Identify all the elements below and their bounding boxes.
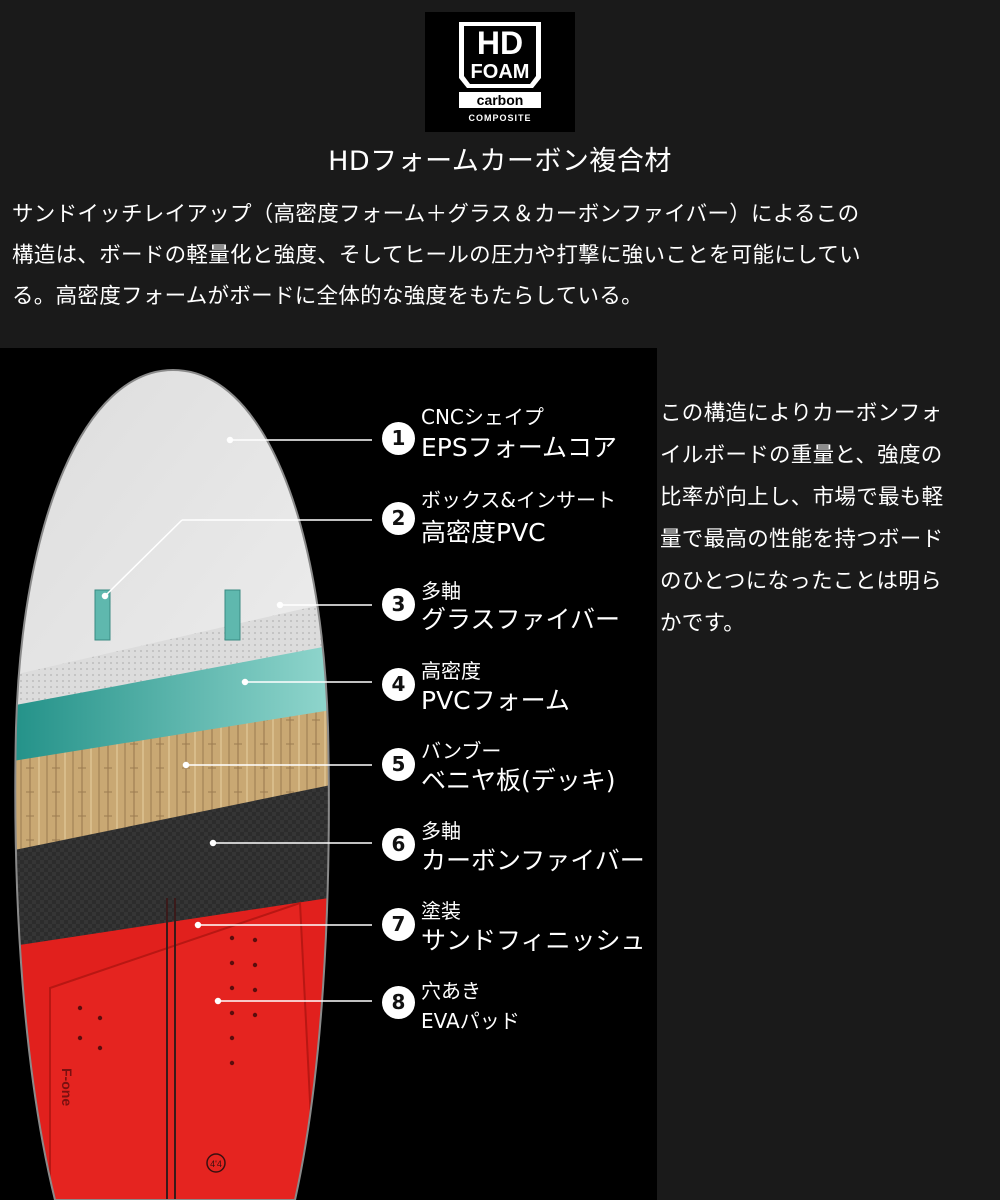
layer-number-badge: 8 [382,986,415,1019]
page-title: HDフォームカーボン複合材 [328,146,672,177]
side-line: 量で最高の性能を持つボード [660,527,944,552]
layer-number-badge: 3 [382,588,415,621]
intro-text: サンドイッチレイアップ（高密度フォーム＋グラス＆カーボンファイバー）によるこの … [12,194,992,317]
layer-label-line1: 穴あき [421,979,481,1003]
layer-label-line2: 高密度PVC [421,518,546,547]
layer-label-line2: EPSフォームコア [421,433,617,462]
layer-number-badge: 7 [382,908,415,941]
svg-text:F-one: F-one [59,1068,75,1106]
svg-text:HD: HD [477,25,523,61]
layer-label-line1: ボックス&インサート [421,488,616,512]
layer-label-line2: グラスファイバー [421,605,621,634]
layer-label-line1: 高密度 [421,659,481,683]
board-layer-illustration: F-one 4'4 [14,368,372,1200]
layer-label-line2: サンドフィニッシュ [421,926,646,955]
layer-label-line1: 多軸 [421,579,461,603]
layer-label-line1: 多軸 [421,819,461,843]
layer-number-badge: 1 [382,422,415,455]
side-line: かです。 [660,611,746,636]
layer-label-line1: 塗装 [421,899,461,923]
side-line: イルボードの重量と、強度の [660,443,943,468]
layer-number-badge: 4 [382,668,415,701]
board-construction-panel: F-one 4'4 1 CNCシェイプ EPSフォームコア 2 ボックス&インサ… [0,348,657,1200]
layer-label-line2: カーボンファイバー [421,846,645,875]
intro-line: る。高密度フォームがボードに全体的な強度をもたらしている。 [12,284,643,309]
hd-foam-carbon-logo: HD FOAM carbon COMPOSITE [425,12,575,132]
layer-label-line1: バンブー [421,739,502,763]
svg-text:carbon: carbon [477,92,524,108]
layer-number-badge: 5 [382,748,415,781]
svg-text:COMPOSITE: COMPOSITE [468,113,531,123]
intro-line: サンドイッチレイアップ（高密度フォーム＋グラス＆カーボンファイバー）によるこの [12,202,860,227]
layer-number-badge: 2 [382,502,415,535]
side-line: 比率が向上し、市場で最も軽 [660,485,944,510]
layer-label-line2: PVCフォーム [421,686,570,715]
svg-text:4'4: 4'4 [210,1159,222,1169]
side-line: この構造によりカーボンフォ [660,401,943,426]
side-description: この構造によりカーボンフォ イルボードの重量と、強度の 比率が向上し、市場で最も… [660,393,1000,645]
side-line: のひとつになったことは明ら [660,569,942,594]
layer-label-line1: CNCシェイプ [421,405,544,429]
intro-line: 構造は、ボードの軽量化と強度、そしてヒールの圧力や打撃に強いことを可能にしてい [12,243,861,268]
layer-number-badge: 6 [382,828,415,861]
layer-label-line2: EVAパッド [421,1009,520,1033]
layer-label-line2: ベニヤ板(デッキ) [421,766,616,795]
svg-text:FOAM: FOAM [471,61,530,83]
